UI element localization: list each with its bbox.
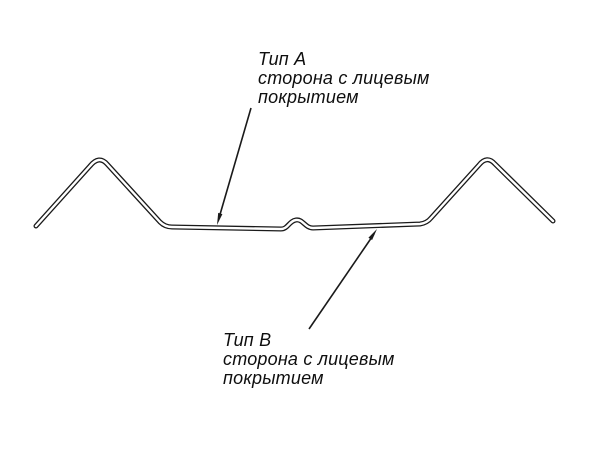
callout-type-b-title: Тип В (223, 330, 272, 350)
leader-arrow-type-a (217, 212, 223, 225)
profile-outline-inner (34, 158, 555, 231)
callout-type-b-line2: покрытием (223, 368, 324, 388)
callout-type-b: Тип В сторона с лицевым покрытием (223, 331, 395, 388)
leader-line-type-b (308, 233, 375, 330)
callout-type-a-title: Тип А (258, 49, 307, 69)
leader-arrow-type-b (368, 229, 377, 240)
callout-type-a-line2: покрытием (258, 87, 359, 107)
callout-type-a-line1: сторона с лицевым (258, 68, 430, 88)
callout-type-a: Тип А сторона с лицевым покрытием (258, 50, 430, 107)
leader-line-type-a (218, 107, 252, 219)
callout-type-b-line1: сторона с лицевым (223, 349, 395, 369)
